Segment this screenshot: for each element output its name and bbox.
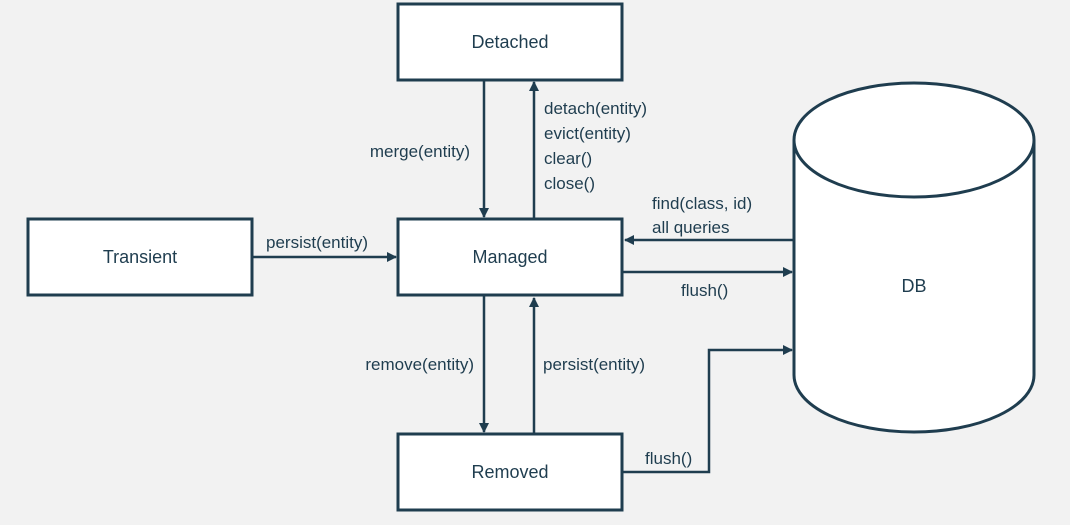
edge-flush-managed-label: flush() [681, 281, 728, 300]
db-cylinder-top [792, 81, 1036, 199]
edge-detach-label-1: detach(entity) [544, 99, 647, 118]
edge-find-label-2: all queries [652, 218, 730, 237]
edge-flush-removed-arrow [623, 345, 793, 474]
node-db: DB [792, 81, 1036, 434]
edge-detach-label-2: evict(entity) [544, 124, 631, 143]
db-cylinder-body [792, 140, 1036, 434]
node-transient-label: Transient [103, 247, 177, 267]
edge-find-label-1: find(class, id) [652, 194, 752, 213]
node-detached-label: Detached [471, 32, 548, 52]
edge-persist-removed-label: persist(entity) [543, 355, 645, 374]
edge-merge-label: merge(entity) [370, 142, 470, 161]
edge-flush-removed-label: flush() [645, 449, 692, 468]
edge-detach-label-3: clear() [544, 149, 592, 168]
node-managed: Managed [396, 217, 624, 297]
node-detached: Detached [396, 2, 624, 82]
node-removed-label: Removed [471, 462, 548, 482]
node-transient: Transient [26, 217, 254, 297]
node-db-label: DB [901, 276, 926, 296]
edge-persist-transient-label: persist(entity) [266, 233, 368, 252]
edge-remove-label: remove(entity) [365, 355, 474, 374]
node-removed: Removed [396, 432, 624, 512]
node-managed-label: Managed [472, 247, 547, 267]
edge-detach-label-4: close() [544, 174, 595, 193]
